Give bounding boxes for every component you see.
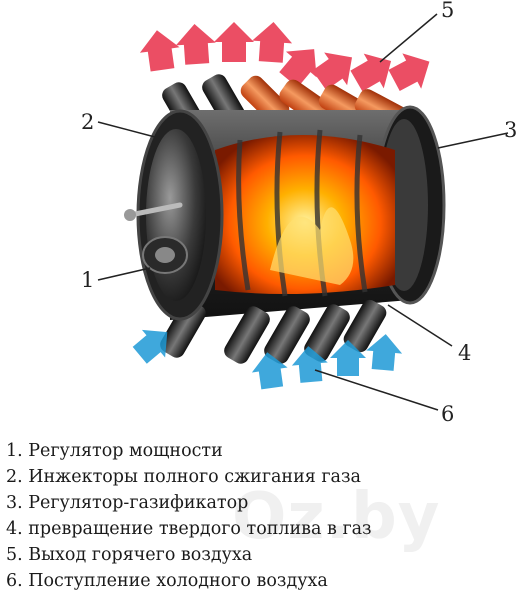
callout-6: 6 [441, 402, 455, 426]
callout-5: 5 [441, 0, 455, 22]
legend-item-1: 1. Регулятор мощности [6, 441, 223, 461]
legend-item-2: 2. Инжекторы полного сжигания газа [6, 467, 361, 487]
front-door [124, 109, 224, 321]
hot-air-arrows [139, 22, 430, 92]
cold-air-arrows [132, 329, 403, 390]
legend-item-5: 5. Выход горячего воздуха [6, 545, 253, 565]
stove-diagram: 2 1 3 4 5 6 [81, 0, 518, 426]
callout-3: 3 [504, 118, 518, 142]
legend: 1. Регулятор мощности 2. Инжекторы полно… [6, 438, 516, 594]
callout-4: 4 [458, 341, 472, 365]
legend-item-4: 4. превращение твердого топлива в газ [6, 519, 372, 539]
stove-body [170, 105, 446, 320]
flame [270, 207, 354, 285]
callout-1: 1 [81, 268, 95, 292]
callout-2: 2 [81, 110, 95, 134]
legend-item-6: 6. Поступление холодного воздуха [6, 571, 328, 591]
stove-illustration [97, 13, 509, 411]
leader-lines [97, 13, 509, 411]
legend-item-3: 3. Регулятор-газификатор [6, 493, 249, 513]
